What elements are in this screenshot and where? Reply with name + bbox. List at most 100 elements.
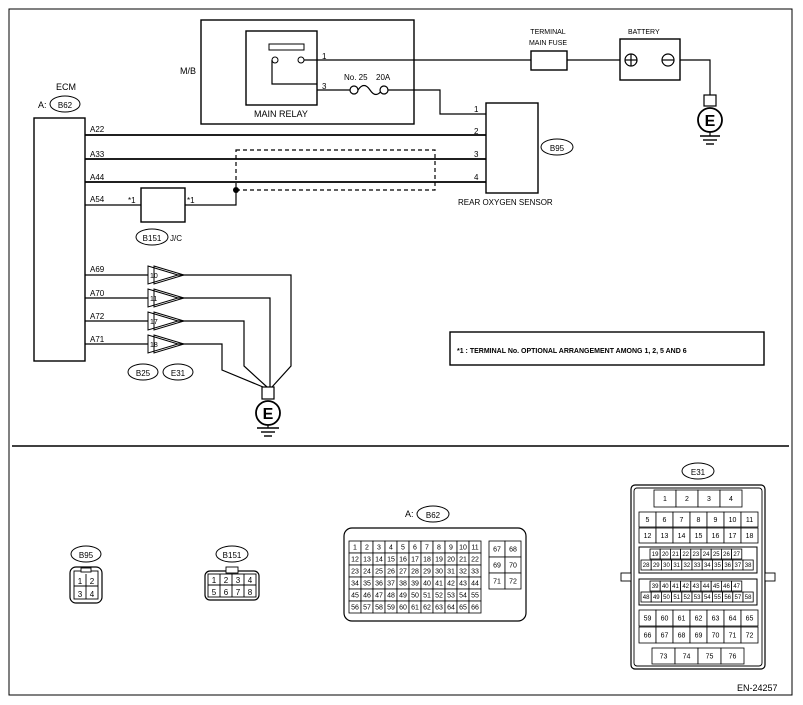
connector-pin-number: 35 [363, 581, 371, 588]
connector-pin-cell [468, 600, 482, 614]
connector-pin-number: 60 [399, 605, 407, 612]
jc-mark-left: *1 [128, 196, 136, 205]
connector-pin-number: 29 [653, 563, 660, 569]
connector-pin-number: 22 [682, 552, 689, 558]
ground-connector-e31: E31 [171, 369, 186, 378]
connector-pin-number: 6 [413, 545, 417, 552]
connector-pin-number: 25 [713, 552, 720, 558]
ecm-terminal-a69: A69 [90, 265, 105, 274]
sensor-pin-1: 1 [474, 105, 479, 114]
connector-pin-number: 65 [459, 605, 467, 612]
connector-pin-number: 16 [399, 557, 407, 564]
connector-pin-number: 27 [733, 552, 740, 558]
connector-pin-number: 51 [673, 595, 680, 601]
main-fuse-label-2: MAIN FUSE [529, 40, 567, 47]
wire-fuse25-sensor [388, 89, 486, 115]
connector-pin-number: 19 [435, 557, 443, 564]
battery-label: BATTERY [628, 29, 660, 36]
connector-pin-number: 5 [401, 545, 405, 552]
svg-text:B62: B62 [426, 511, 441, 520]
connector-pin-number: 65 [746, 616, 754, 623]
ground-wires [85, 274, 292, 388]
connector-pin-number: 64 [447, 605, 455, 612]
relay-pin-1: 1 [322, 52, 327, 61]
connector-pin-number: 53 [694, 595, 701, 601]
connector-pin-number: 32 [459, 569, 467, 576]
connector-pin-number: 2 [685, 496, 689, 503]
rear-oxygen-sensor-box [485, 102, 539, 194]
connector-pin-number: 37 [735, 563, 742, 569]
chassis-ground-icon: E [255, 386, 281, 437]
ecm-connector-name: B62 [58, 101, 73, 110]
connector-pin-number: 12 [644, 533, 652, 540]
connector-pin-number: 46 [363, 593, 371, 600]
connector-pin-cell [731, 548, 743, 560]
connector-pin-number: 36 [724, 563, 731, 569]
connector-pin-number: 3 [377, 545, 381, 552]
ecm-terminal-a54: A54 [90, 195, 105, 204]
mb-label: M/B [180, 66, 196, 76]
fuse-number: No. 25 [344, 73, 368, 82]
connector-pin-number: 15 [387, 557, 395, 564]
connector-pin-number: 60 [661, 616, 669, 623]
ecm-terminal-a72: A72 [90, 312, 105, 321]
ground-connector-terminals [147, 265, 186, 354]
connector-pin-number: 44 [703, 584, 710, 590]
connector-pin-number: 28 [643, 563, 650, 569]
connector-pin-number: 49 [399, 593, 407, 600]
connector-pin-number: 70 [509, 563, 517, 570]
connector-pin-number: 1 [353, 545, 357, 552]
svg-text:4: 4 [248, 576, 253, 585]
connector-pin-number: 31 [673, 563, 680, 569]
connector-pin-cell [740, 527, 759, 544]
connector-pin-number: 12 [351, 557, 359, 564]
ecm-box [33, 117, 86, 362]
connector-pin-number: 56 [724, 595, 731, 601]
connector-pin-number: 39 [652, 584, 659, 590]
sensor-label: REAR OXYGEN SENSOR [458, 198, 553, 207]
diagram-frame [8, 8, 793, 696]
svg-text:4: 4 [90, 590, 95, 599]
svg-text:2: 2 [224, 576, 229, 585]
connector-pin-number: 61 [411, 605, 419, 612]
connector-pin-number: 34 [704, 563, 711, 569]
sensor-connector-tag [540, 138, 574, 156]
connector-pin-number: 72 [509, 579, 517, 586]
connector-pin-number: 33 [471, 569, 479, 576]
b151-connector-view: B151 1 2 3 4 5 6 7 8 [204, 545, 260, 601]
connector-pin-number: 23 [693, 552, 700, 558]
connector-pin-number: 24 [363, 569, 371, 576]
connector-pin-number: 67 [661, 633, 669, 640]
jc-mark-right: *1 [187, 196, 195, 205]
connector-pin-cell [742, 559, 754, 571]
svg-text:E31: E31 [691, 468, 706, 477]
ecm-terminal-a33: A33 [90, 150, 105, 159]
connector-pin-number: 63 [435, 605, 443, 612]
connector-pin-number: 45 [351, 593, 359, 600]
connector-pin-cell [719, 489, 743, 508]
connector-pin-number: 75 [706, 654, 714, 661]
ground-connector-b25: B25 [136, 369, 151, 378]
connector-pin-cell [731, 580, 743, 592]
connector-pin-number: 76 [729, 654, 737, 661]
wire-jc-shield [185, 190, 237, 206]
connector-pin-number: 21 [672, 552, 679, 558]
connector-pin-number: 34 [351, 581, 359, 588]
connector-pin-number: 54 [459, 593, 467, 600]
connector-pin-number: 74 [683, 654, 691, 661]
connector-pin-number: 15 [695, 533, 703, 540]
battery-terminal-icons [624, 53, 675, 67]
connector-pin-number: 4 [729, 496, 733, 503]
jc-connector-tag [135, 228, 169, 246]
connector-pin-number: 50 [411, 593, 419, 600]
connector-pin-number: 40 [423, 581, 431, 588]
connector-pin-number: 30 [663, 563, 670, 569]
connector-pin-number: 7 [425, 545, 429, 552]
connector-pin-number: 70 [712, 633, 720, 640]
connector-pin-number: 36 [375, 581, 383, 588]
connector-pin-number: 18 [423, 557, 431, 564]
connector-pin-number: 41 [672, 584, 679, 590]
connector-pin-number: 45 [713, 584, 720, 590]
connector-pin-cell [504, 572, 522, 590]
